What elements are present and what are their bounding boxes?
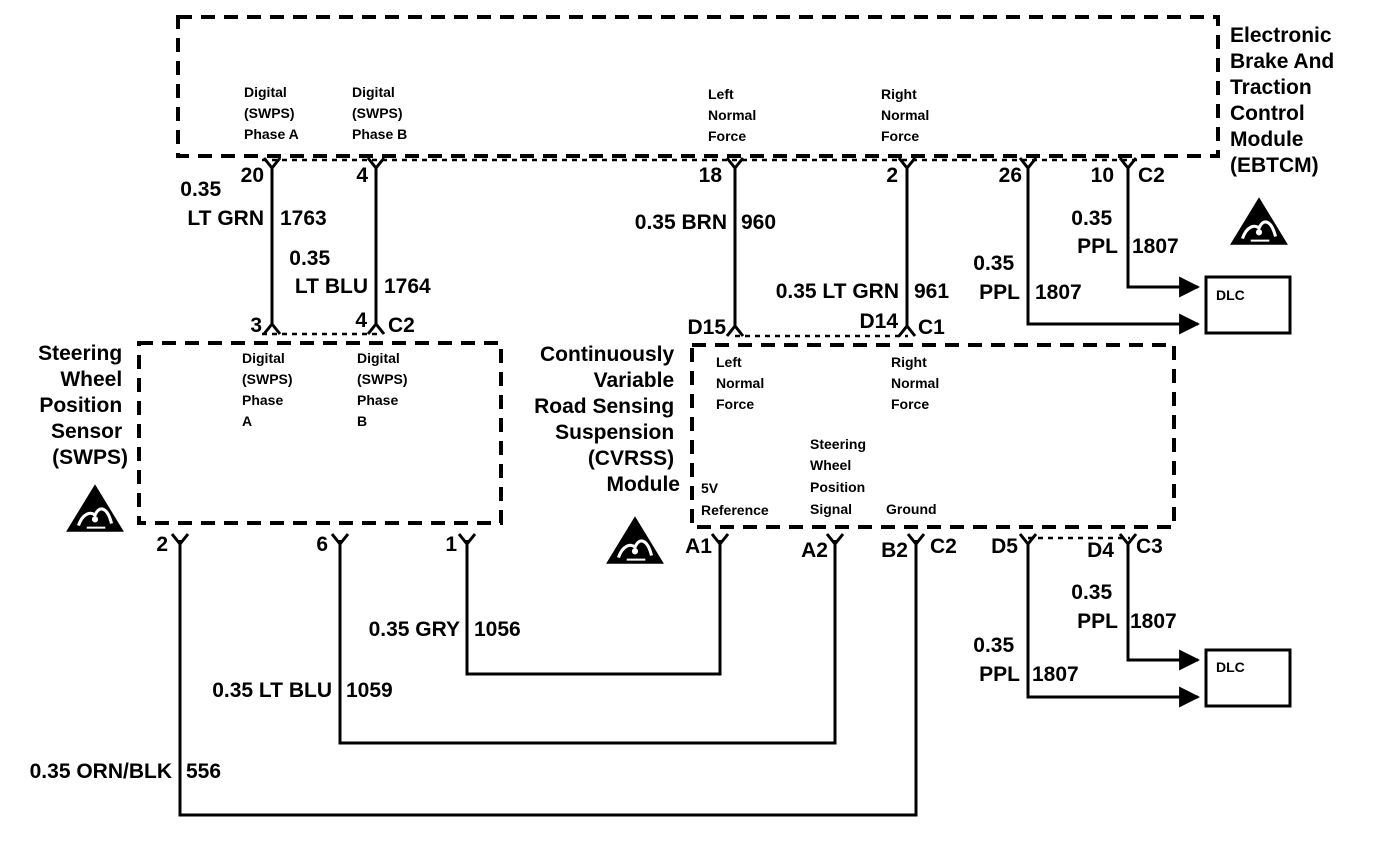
- terminal-10: 10: [1091, 164, 1114, 187]
- wire-1059-circuit: 1059: [346, 679, 393, 702]
- terminal-1: 1: [445, 533, 457, 556]
- terminal-d4: D4: [1087, 539, 1114, 562]
- cvrss-pin-right-force: Right Normal Force: [891, 354, 943, 412]
- connector-c1: C1: [918, 316, 945, 339]
- wire-1807-bottom-left-label: 0.35 PPL: [973, 634, 1020, 686]
- terminal-a2: A2: [801, 539, 828, 562]
- esd-warning-icon: [64, 482, 126, 534]
- wire-1807-ebtcm-d26: [1026, 166, 1201, 335]
- wire-1056-label: 0.35 GRY: [369, 618, 460, 641]
- swps-title: Steering Wheel Position Sensor (SWPS): [38, 342, 128, 469]
- cvrss-pin-ground: Ground: [886, 501, 937, 517]
- dlc-label-top: DLC: [1216, 287, 1245, 303]
- swps-module-box: [137, 341, 503, 525]
- terminal-2: 2: [886, 164, 898, 187]
- wire-1763-circuit: 1763: [280, 207, 327, 230]
- connector-c2-cvrss: C2: [930, 535, 957, 558]
- wire-1059: [338, 540, 837, 745]
- ebtcm-pin-left-force: Left Normal Force: [708, 86, 760, 144]
- wire-1056: [465, 540, 722, 676]
- terminal-20: 20: [241, 164, 264, 187]
- terminal-3: 3: [250, 314, 262, 337]
- ebtcm-pin-right-force: Right Normal Force: [881, 86, 933, 144]
- cvrss-pin-ref: 5V Reference: [701, 480, 769, 518]
- wire-1807-top-right-circuit: 1807: [1132, 235, 1179, 258]
- esd-warning-icon: [1228, 195, 1290, 247]
- dlc-label-bottom: DLC: [1216, 659, 1245, 675]
- ebtcm-pin-phase-b: Digital (SWPS) Phase B: [352, 84, 407, 142]
- wire-556: [178, 540, 918, 817]
- wire-1764-circuit: 1764: [384, 275, 431, 298]
- terminal-4: 4: [356, 164, 368, 187]
- connector-c2-ebtcm: C2: [1138, 164, 1165, 187]
- cvrss-bottom-terminals: [710, 533, 1138, 547]
- wire-1807-top-left-circuit: 1807: [1035, 281, 1082, 304]
- wire-960-circuit: 960: [741, 211, 776, 234]
- wire-1056-circuit: 1056: [474, 618, 521, 641]
- wire-1807-cvrss-d5: [1026, 542, 1201, 708]
- wire-1807-ebtcm-d10: [1126, 166, 1201, 298]
- connector-c3: C3: [1136, 535, 1163, 558]
- wire-961-circuit: 961: [914, 280, 949, 303]
- ebtcm-terminals: [262, 157, 1138, 171]
- cvrss-module-box: [690, 343, 1176, 529]
- terminal-d15: D15: [687, 316, 726, 339]
- terminal-6: 6: [316, 533, 328, 556]
- connector-c2-swps: C2: [388, 314, 415, 337]
- wire-1807-bottom-right-label: 0.35 PPL: [1071, 581, 1118, 633]
- terminal-4-swps: 4: [355, 309, 367, 332]
- wire-960-label: 0.35 BRN: [635, 211, 727, 234]
- ebtcm-title: Electronic Brake And Traction Control Mo…: [1230, 24, 1340, 177]
- wire-1807-cvrss-d4: [1126, 542, 1201, 671]
- wire-961-label: 0.35 LT GRN: [776, 280, 899, 303]
- wire-1807-top-left-label: 0.35 PPL: [973, 252, 1020, 304]
- swps-pin-phase-a: Digital (SWPS) Phase A: [242, 350, 296, 429]
- wire-1807-bottom-left-circuit: 1807: [1032, 663, 1079, 686]
- wire-1059-label: 0.35 LT BLU: [212, 679, 332, 702]
- dlc-box-bottom: [1204, 648, 1292, 708]
- cvrss-pin-steering: Steering Wheel Position Signal: [810, 436, 870, 517]
- esd-warning-icon: [604, 514, 666, 566]
- terminal-2-swps: 2: [156, 533, 168, 556]
- cvrss-title: Continuously Variable Road Sensing Suspe…: [534, 343, 680, 496]
- terminal-a1: A1: [685, 535, 712, 558]
- ebtcm-pin-phase-a: Digital (SWPS) Phase A: [244, 84, 299, 142]
- wire-556-circuit: 556: [186, 760, 221, 783]
- swps-pin-phase-b: Digital (SWPS) Phase B: [357, 350, 411, 429]
- terminal-b2: B2: [881, 539, 908, 562]
- dlc-box-top: [1204, 275, 1292, 335]
- terminal-d5: D5: [991, 535, 1018, 558]
- cvrss-pin-left-force: Left Normal Force: [716, 354, 768, 412]
- wire-556-label: 0.35 ORN/BLK: [30, 760, 172, 783]
- terminal-18: 18: [699, 164, 723, 187]
- wire-1764-label: 0.35 LT BLU: [289, 247, 368, 298]
- terminal-d14: D14: [859, 310, 898, 333]
- terminal-26: 26: [999, 164, 1022, 187]
- swps-bottom-terminals: [170, 533, 477, 547]
- ebtcm-module-box: [176, 15, 1220, 158]
- swps-top-terminals: [262, 321, 386, 335]
- cvrss-top-terminals: [725, 323, 917, 337]
- wire-1763-label: 0.35 LT GRN: [180, 178, 264, 230]
- wire-1807-top-right-label: 0.35 PPL: [1071, 207, 1118, 258]
- wire-1807-bottom-right-circuit: 1807: [1130, 610, 1177, 633]
